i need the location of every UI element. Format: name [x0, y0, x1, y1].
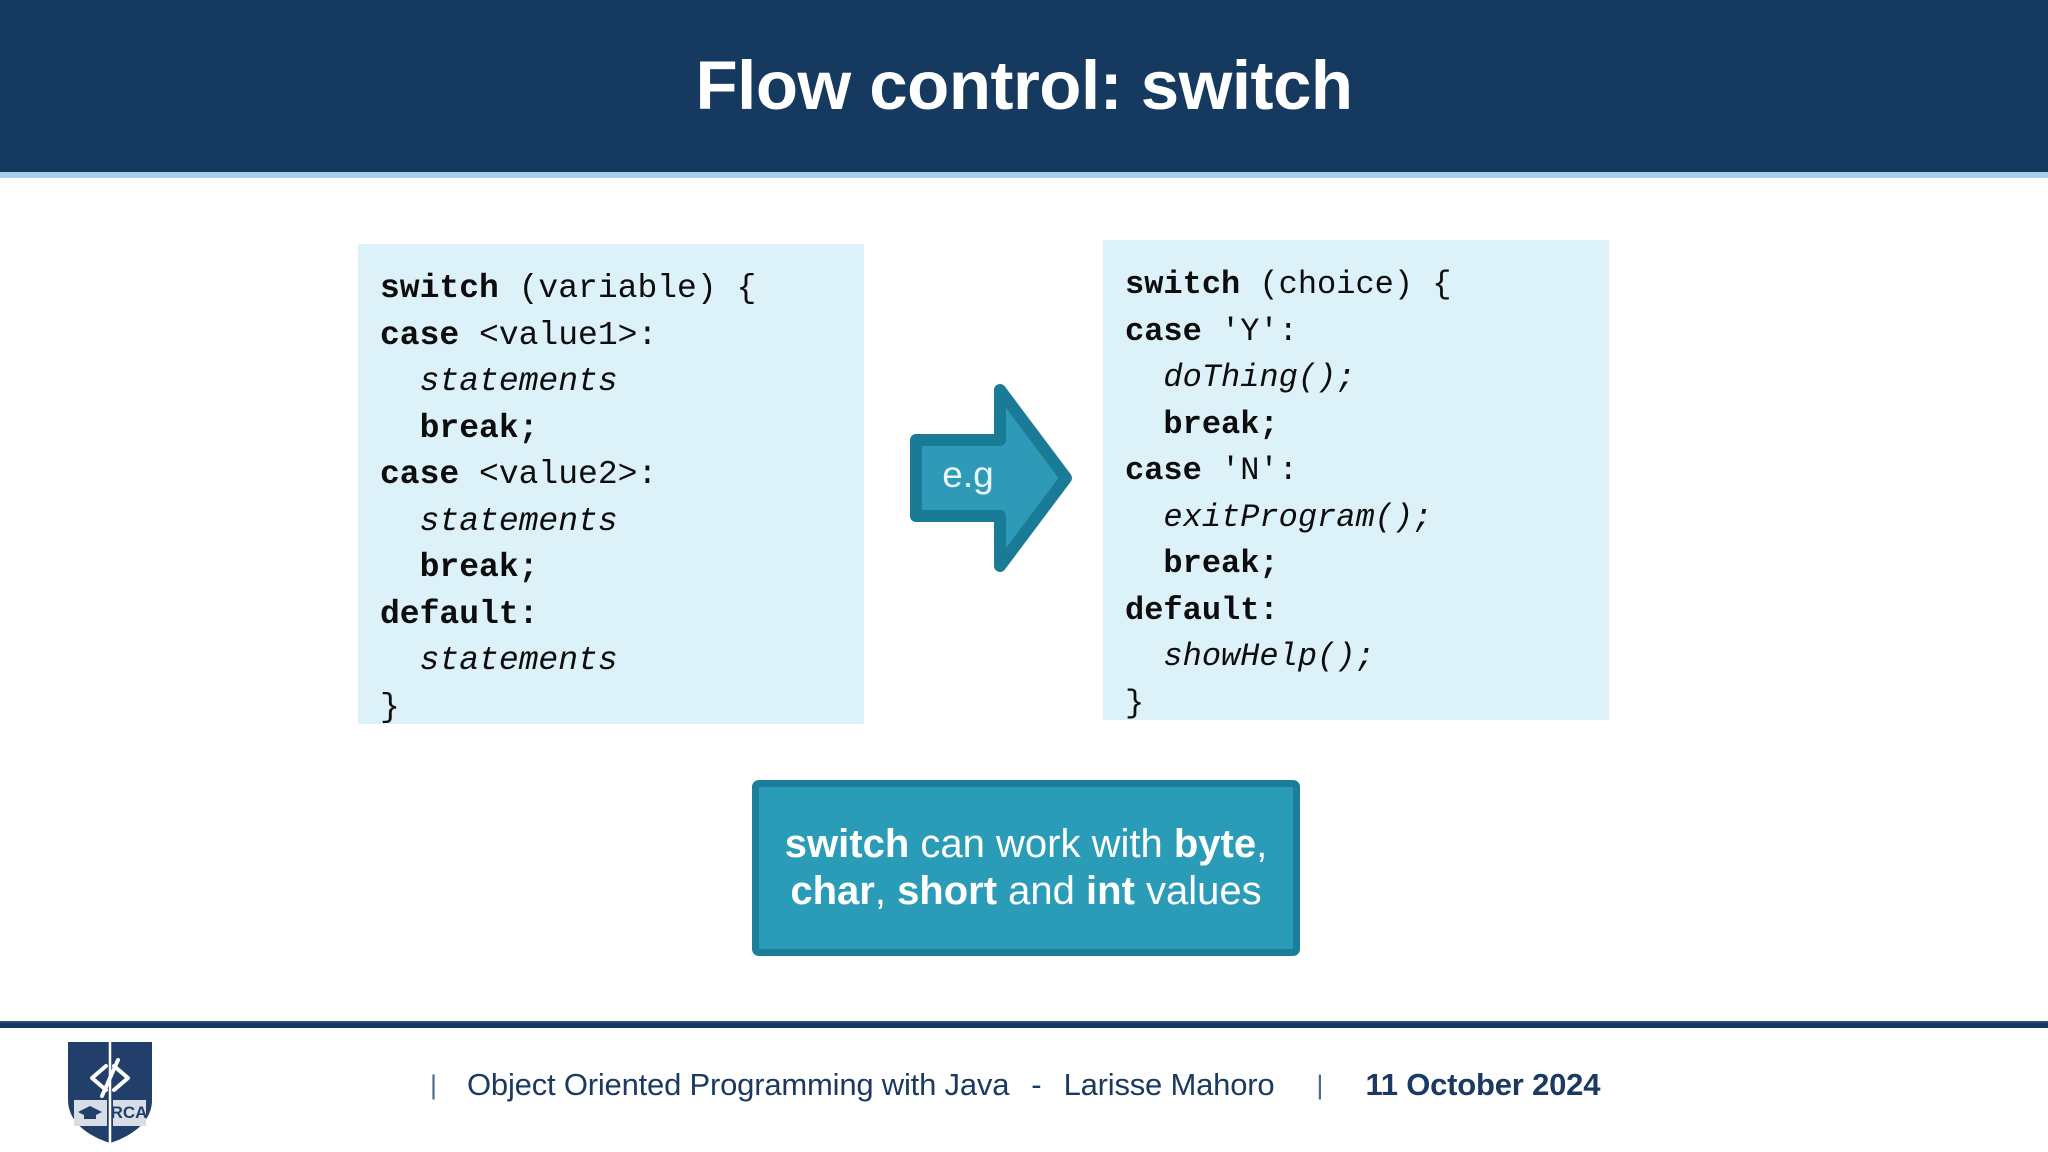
- footer-divider: [0, 1021, 2048, 1028]
- code-line: default:: [380, 595, 539, 633]
- footer: | Object Oriented Programming with Java …: [430, 1060, 1600, 1110]
- code-line: switch (variable) {: [380, 270, 757, 307]
- shield-logo-icon: RCA: [68, 1042, 152, 1143]
- code-line: case 'Y':: [1125, 312, 1298, 350]
- code-line: case <value2>:: [380, 456, 658, 493]
- footer-dash: -: [1031, 1067, 1042, 1102]
- footer-separator-2: |: [1316, 1069, 1324, 1100]
- code-line: statements: [419, 502, 618, 540]
- callout-text: switch can work with byte, char, short a…: [784, 822, 1268, 913]
- code-line: showHelp();: [1163, 638, 1375, 675]
- code-line: default:: [1125, 591, 1279, 629]
- arrow-right-icon: [910, 384, 1072, 572]
- code-line: case 'N':: [1125, 452, 1298, 489]
- code-line: }: [380, 688, 400, 726]
- code-line: break;: [1163, 545, 1279, 582]
- header-band: [0, 0, 2048, 172]
- code-line: doThing();: [1163, 359, 1356, 396]
- footer-date: 11 October 2024: [1365, 1067, 1601, 1102]
- code-line: }: [1125, 684, 1145, 722]
- page-title: Flow control: switch: [695, 47, 1354, 124]
- code-line: break;: [419, 549, 539, 586]
- footer-separator-1: |: [430, 1069, 438, 1100]
- footer-author: Larisse Mahoro: [1063, 1067, 1275, 1102]
- code-line: break;: [419, 409, 539, 447]
- footer-course: Object Oriented Programming with Java: [467, 1067, 1010, 1102]
- code-line: switch (choice) {: [1125, 266, 1452, 303]
- code-line: statements: [419, 642, 618, 679]
- callout-box: switch can work with byte, char, short a…: [752, 780, 1300, 956]
- svg-text:RCA: RCA: [111, 1103, 148, 1122]
- eg-arrow: e.g: [908, 378, 1074, 578]
- code-line: exitProgram();: [1163, 498, 1433, 536]
- code-line: statements: [419, 363, 618, 400]
- code-block-example: switch (choice) { case 'Y': doThing(); br…: [1103, 240, 1609, 722]
- code-line: case <value1>:: [380, 316, 658, 354]
- header-accent-strip: [0, 172, 2048, 178]
- code-block-syntax: switch (variable) { case <value1>: statem…: [358, 244, 864, 726]
- rca-logo: RCA: [62, 1038, 158, 1146]
- code-line: break;: [1163, 405, 1279, 443]
